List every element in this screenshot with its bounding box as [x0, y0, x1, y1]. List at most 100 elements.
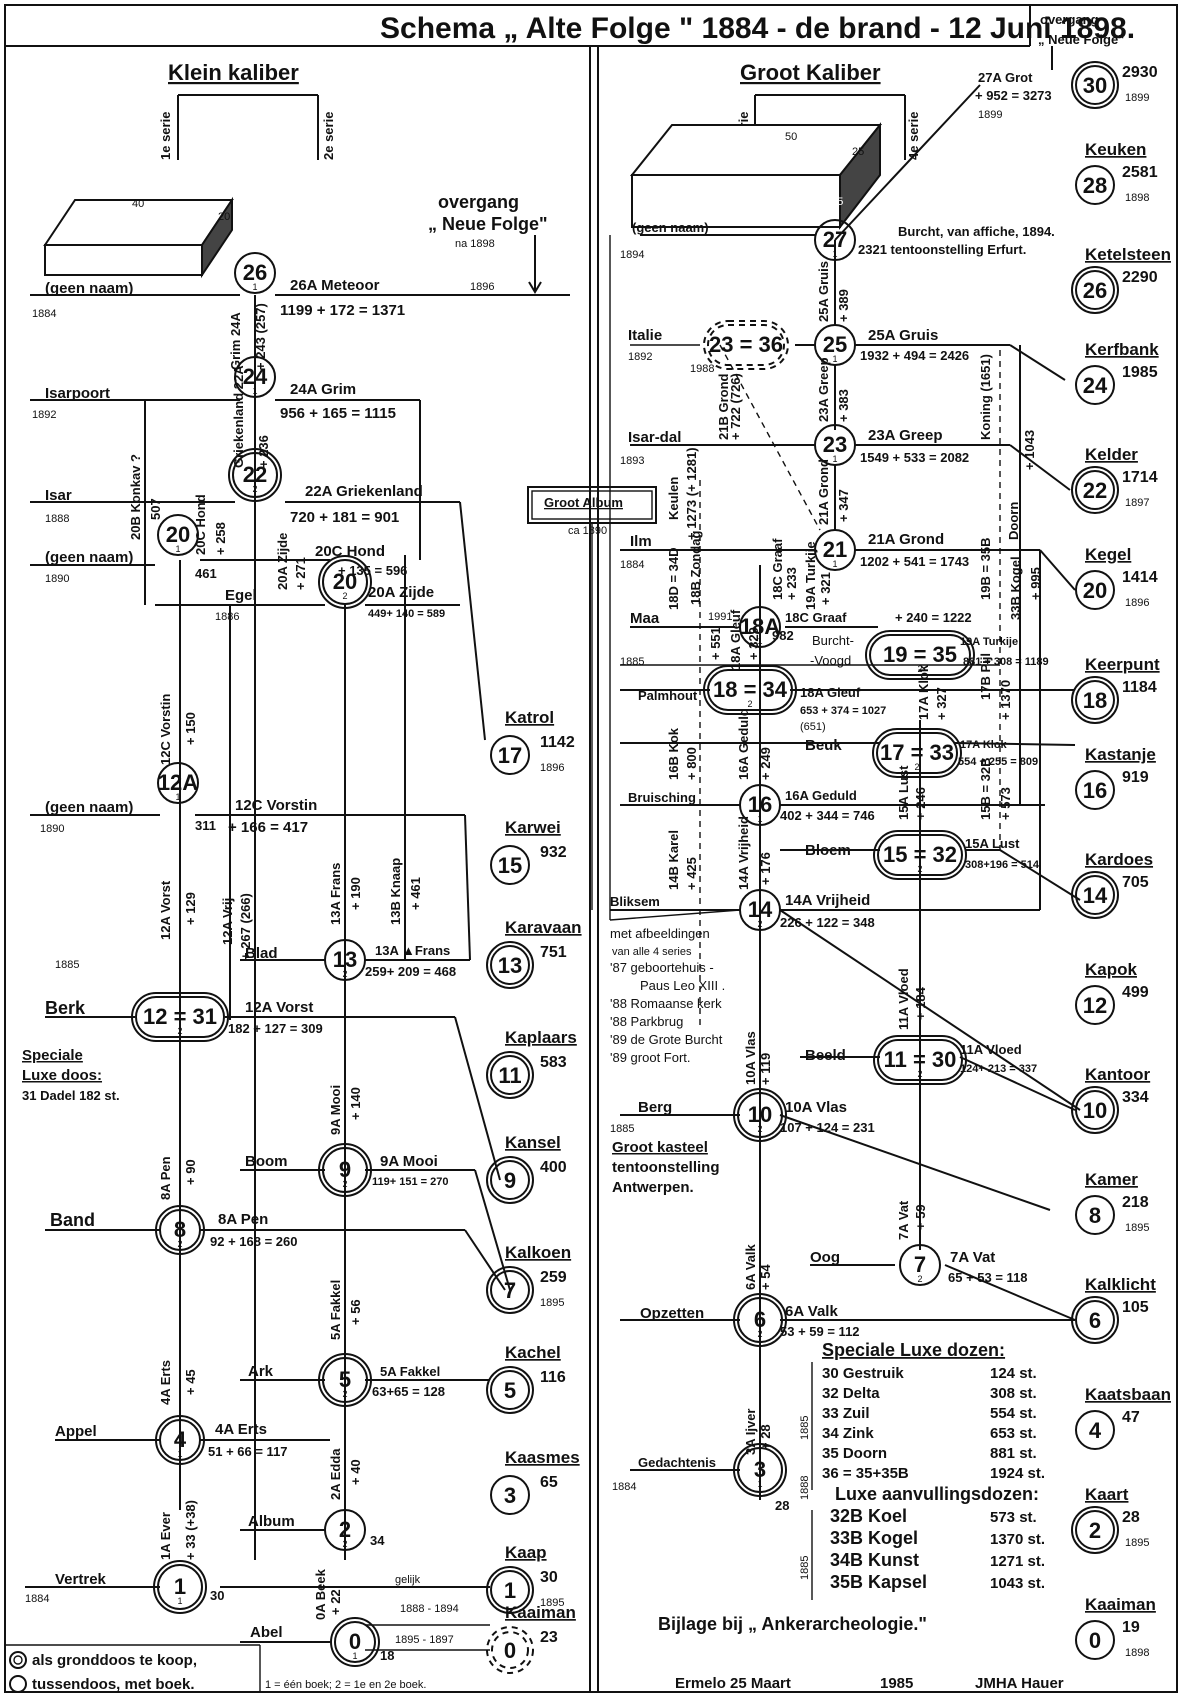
- node-circle: [899, 1244, 941, 1286]
- vertical-edge-label: 5A Fakkel: [328, 1280, 343, 1340]
- edge-label: 18C Graaf: [785, 610, 847, 625]
- luxe-qty: 124 st.: [990, 1365, 1037, 1382]
- node-sub: 1: [757, 1479, 762, 1489]
- vertical-edge-label: 3A Ijver: [743, 1409, 758, 1456]
- vertical-edge-label: + 1273 (+ 1281): [684, 447, 699, 540]
- ref-circle: [1075, 570, 1115, 610]
- ref-number: 16: [1083, 778, 1107, 803]
- node-pill: [869, 634, 971, 676]
- left-label: Abel: [250, 1624, 283, 1641]
- edge-label: 18A Gleuf: [800, 685, 861, 700]
- overgang-label: overgang: [1040, 12, 1099, 27]
- vertical-edge-label: + 140: [348, 1087, 363, 1120]
- edge-labels: 26A Meteoor 1896 1199 + 172 = 1371 24A G…: [208, 70, 1052, 1459]
- node-circle: [159, 1209, 201, 1251]
- node-circle: [322, 1147, 368, 1193]
- vertical-edge-label: + 33 (+38): [183, 1500, 198, 1560]
- ref-circle: [1075, 985, 1115, 1025]
- footer-author: JMHA Hauer: [975, 1675, 1064, 1692]
- year-range-label: 1895 - 1897: [395, 1634, 454, 1646]
- node-number: 6: [754, 1307, 766, 1332]
- ref-number: 6: [1089, 1308, 1101, 1333]
- vertical-edge-label: + 347: [836, 489, 851, 522]
- vertical-edge-label: + 129: [183, 892, 198, 925]
- node-number: 4: [174, 1427, 187, 1452]
- node-number: 9: [339, 1157, 351, 1182]
- ref-value: 1142: [540, 734, 575, 751]
- gelijk-label: gelijk: [395, 1574, 421, 1586]
- ref-circle: [1075, 1195, 1115, 1235]
- ref-name: Kapok: [1085, 960, 1138, 979]
- left-trunk-lines: [25, 294, 570, 1651]
- vertical-edge-label: + 461: [408, 877, 423, 910]
- bijlage-note: Bijlage bij „ Ankerarcheologie.": [658, 1614, 927, 1634]
- ref-name: Keuken: [1085, 140, 1146, 159]
- place-date: Ermelo 25 Maart: [675, 1675, 791, 1692]
- node-number: 17 = 33: [880, 740, 954, 765]
- node-pill-outer: [873, 1035, 967, 1085]
- node-circle: [322, 1357, 368, 1403]
- edge-label: 51 + 66 = 117: [208, 1444, 288, 1459]
- ref-name: Kegel: [1085, 545, 1131, 564]
- left-label-year: 1884: [32, 308, 56, 320]
- node-0: 01: [330, 1617, 380, 1667]
- vertical-edge-label: + 800: [684, 747, 699, 780]
- vertical-edge-label: + 329: [746, 627, 761, 660]
- vertical-edge-label: 15B = 32B: [978, 757, 993, 820]
- note-line: '87 geboortehuis -: [610, 960, 714, 975]
- ref-circle-outer: [486, 1051, 534, 1099]
- ref-value: 400: [540, 1159, 567, 1176]
- edge-label: 13A ▲Frans: [375, 943, 450, 958]
- ref-number: 14: [1083, 883, 1108, 908]
- node-pill: [135, 996, 225, 1038]
- ref-circle: [1075, 65, 1115, 105]
- edge-label: 956 + 165 = 1115: [280, 405, 396, 422]
- right-label: Italie: [628, 327, 662, 344]
- vertical-edge-label: 1A Ever: [158, 1512, 173, 1560]
- footer-year: 1985: [880, 1675, 913, 1692]
- node-circle: [157, 514, 199, 556]
- node-sub: 2: [757, 1124, 762, 1134]
- edge-label: 17A Klok: [960, 739, 1008, 751]
- right-label: Beeld: [805, 1047, 846, 1064]
- node-4: 41: [155, 1415, 205, 1465]
- node-circle: [234, 356, 276, 398]
- vertical-labels: Grim 24A+ 243 (257)Griekenland 22A+ 2362…: [128, 261, 1043, 1620]
- node-sub: 2: [757, 919, 762, 929]
- ref-name: Katrol: [505, 708, 554, 727]
- vertical-edge-label: 25A Gruis: [816, 261, 831, 322]
- node-sub: 1: [832, 559, 837, 569]
- ref-value: 334: [1122, 1089, 1149, 1106]
- note-line: met afbeeldingen: [610, 926, 710, 941]
- year-label: 1888: [799, 1476, 811, 1500]
- edge-label: 11A Vloed: [960, 1042, 1022, 1057]
- ref-value: 23: [540, 1629, 558, 1646]
- node-1: 11: [153, 1560, 207, 1614]
- left-label: Isar: [45, 487, 72, 504]
- node-count: 461: [195, 566, 217, 581]
- right-label: (geen naam): [632, 220, 709, 235]
- vertical-edge-label: + 383: [836, 389, 851, 422]
- edge-label: 402 + 344 = 746: [780, 808, 875, 823]
- ref-number: 3: [504, 1483, 516, 1508]
- left-label: Isarpoort: [45, 385, 110, 402]
- right-label-year: 1885: [620, 656, 644, 668]
- edge-label: 19A Turkije: [960, 636, 1018, 648]
- vertical-edge-label: + 233: [784, 567, 799, 600]
- ref-circle-outer: [486, 1366, 534, 1414]
- vertical-edge-label: Griekenland 22A: [231, 365, 246, 468]
- node-20: 202: [318, 555, 372, 609]
- ref-circle-dashed-outer: [486, 1626, 534, 1674]
- ref-number: 15: [498, 853, 522, 878]
- node-pill: [877, 834, 963, 876]
- right-label: Isar-dal: [628, 429, 681, 446]
- year-label: 1988: [690, 363, 714, 375]
- node-count: 18: [380, 1648, 394, 1663]
- node-number: 24: [243, 364, 268, 389]
